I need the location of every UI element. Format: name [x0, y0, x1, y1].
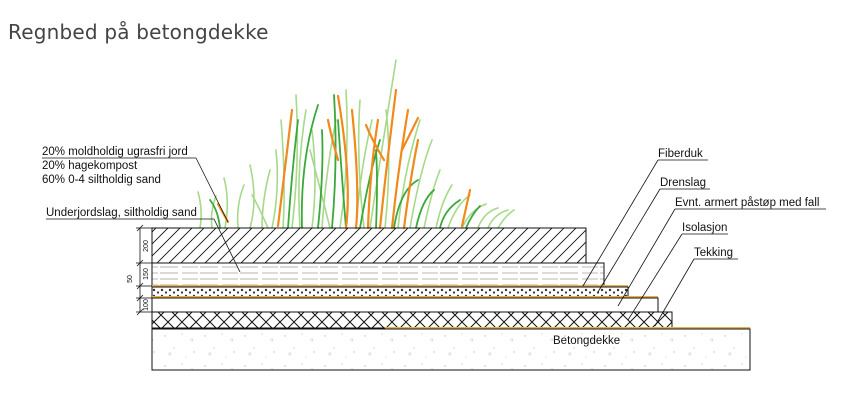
leader-soil: [195, 157, 229, 223]
leader-tekking: [654, 258, 695, 327]
dim-150: 150: [143, 268, 150, 280]
leader-isolasjon: [627, 233, 683, 321]
dim-50: 50: [127, 275, 134, 283]
dim-200: 200: [143, 240, 150, 252]
diagram-title: Regnbed på betongdekke: [8, 20, 269, 44]
dim-100: 100: [143, 299, 150, 311]
dimension-marks: [136, 224, 152, 316]
label-subsoil: Underjordslag, siltholdig sand: [46, 207, 197, 219]
leader-fiberduk: [582, 159, 659, 287]
plant-illustration: [197, 59, 515, 230]
leader-armert: [617, 208, 676, 307]
label-soil-line2: 20% hagekompost: [42, 160, 138, 172]
label-isolasjon: Isolasjon: [682, 222, 727, 234]
layer-insulation: [151, 311, 673, 329]
label-fiberduk: Fiberduk: [658, 148, 703, 160]
layer-concrete: [151, 328, 751, 371]
label-drenslag: Drenslag: [660, 177, 706, 189]
leader-drenslag: [597, 188, 661, 293]
leader-subsoil: [213, 218, 241, 273]
label-soil-line1: 20% moldholdig ugrasfri jord: [42, 146, 188, 158]
layer-screed: [151, 297, 659, 313]
label-tekking: Tekking: [694, 247, 733, 259]
label-betongdekke: Betongdekke: [553, 335, 620, 347]
layer-growing-medium: [151, 227, 587, 264]
label-soil-line3: 60% 0-4 siltholdig sand: [42, 174, 161, 186]
label-armert: Evnt. armert påstøp med fall: [675, 197, 819, 209]
layer-drainage: [151, 286, 629, 298]
layer-subsoil: [151, 262, 605, 287]
